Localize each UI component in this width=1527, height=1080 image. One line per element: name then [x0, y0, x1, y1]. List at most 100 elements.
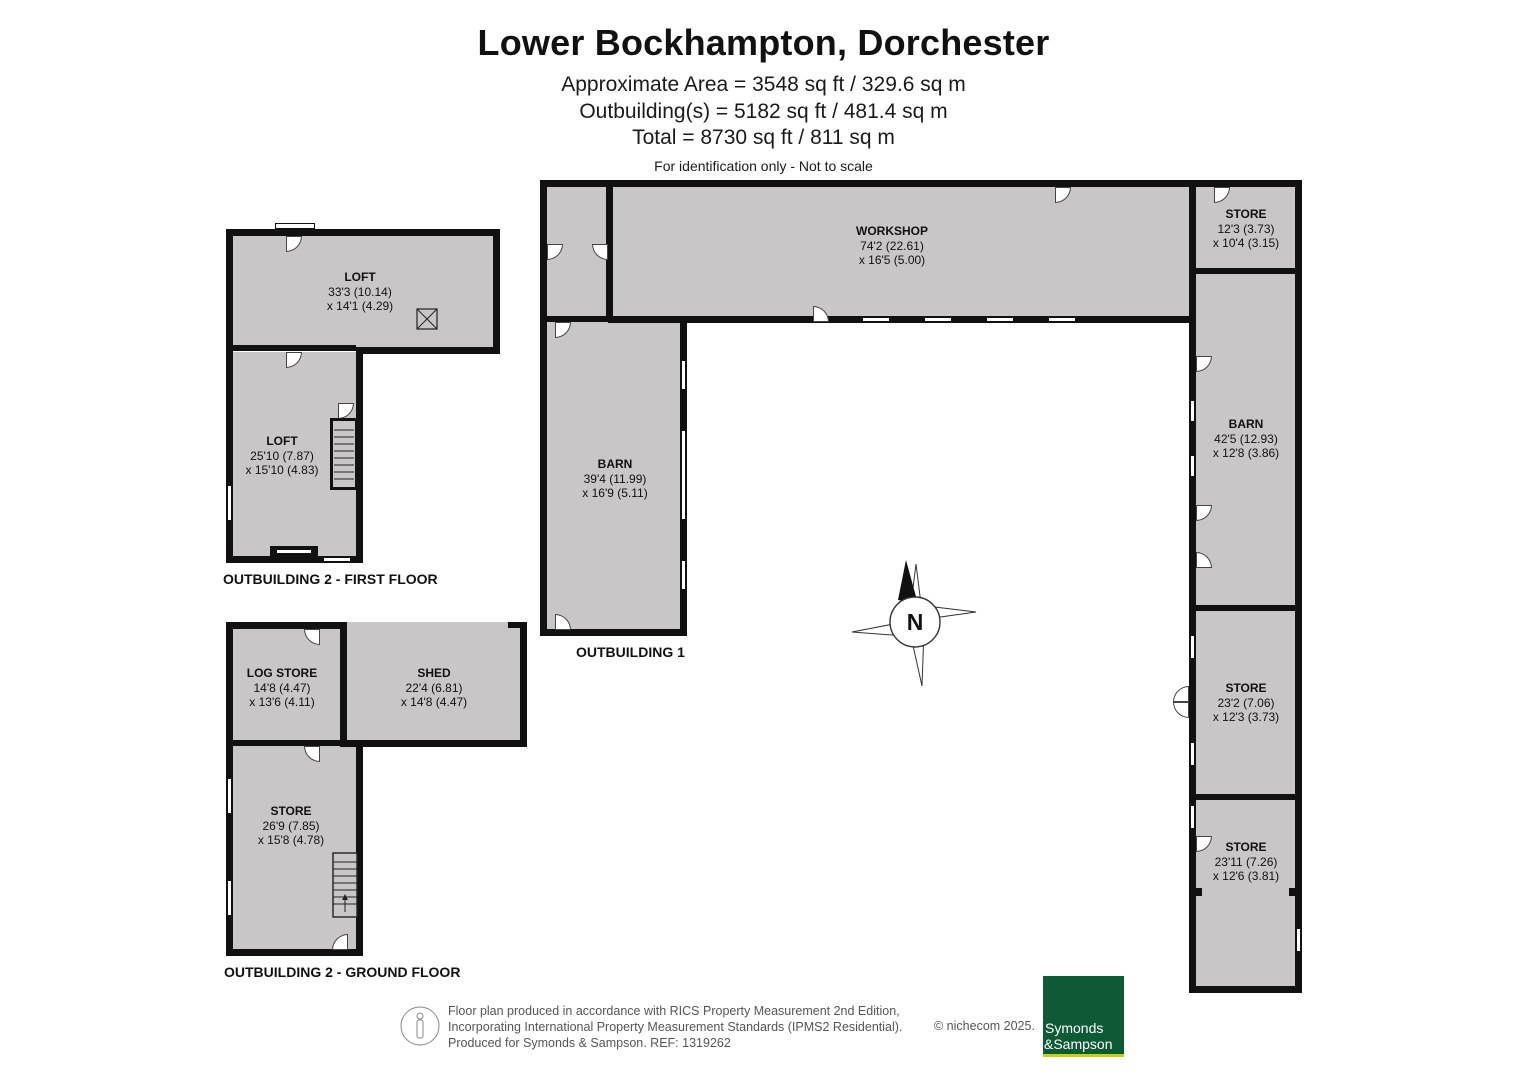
wall: [226, 556, 363, 563]
scale-note: For identification only - Not to scale: [654, 158, 873, 174]
agent-logo: Symonds &Sampson: [1043, 976, 1124, 1057]
room-dim: 12'3 (3.73): [1217, 221, 1275, 236]
room-name: STORE: [1225, 840, 1267, 854]
footer-line: Incorporating International Property Mea…: [448, 1020, 903, 1034]
approx-area-text: Approximate Area = 3548 sq ft / 329.6 sq…: [561, 73, 966, 96]
store-top-label: STORE 12'3 (3.73) x 10'4 (3.15): [1161, 207, 1331, 251]
footer-line: Produced for Symonds & Sampson. REF: 131…: [448, 1036, 731, 1050]
wall: [493, 229, 500, 354]
staircase-icon: [330, 418, 358, 490]
window: [1190, 455, 1195, 477]
outbuildings-area-text: Outbuilding(s) = 5182 sq ft / 481.4 sq m: [579, 100, 948, 123]
barn-left-label: BARN 39'4 (11.99) x 16'9 (5.11): [530, 457, 700, 501]
store-mid-label: STORE 23'2 (7.06) x 12'3 (3.73): [1161, 681, 1331, 725]
room-dim: 74'2 (22.61): [860, 238, 924, 253]
room-name: LOG STORE: [246, 666, 318, 680]
copyright-text: © nichecom 2025.: [934, 1019, 1035, 1033]
wall: [226, 622, 347, 629]
window: [227, 778, 232, 814]
plan-title: Lower Bockhampton, Dorchester: [477, 22, 1050, 63]
wall: [356, 740, 363, 956]
compass-north-letter: N: [906, 609, 924, 635]
wall: [546, 316, 613, 322]
window: [1190, 742, 1195, 766]
room-dim: x 15'10 (4.83): [245, 463, 319, 477]
shed-label: SHED 22'4 (6.81) x 14'8 (4.47): [349, 666, 519, 710]
room-name: SHED: [417, 666, 451, 680]
window: [1190, 805, 1195, 829]
logo-bar: [1043, 1054, 1124, 1057]
window: [227, 485, 232, 521]
wall: [340, 622, 347, 746]
wall: [1189, 186, 1196, 993]
wall: [1196, 268, 1296, 274]
wall: [1289, 888, 1295, 896]
room-dim: x 16'5 (5.00): [858, 253, 926, 267]
room-dim: 14'8 (4.47): [253, 680, 311, 695]
window: [986, 317, 1014, 322]
room-dim: x 14'8 (4.47): [400, 695, 468, 709]
barn-right-label: BARN 42'5 (12.93) x 12'8 (3.86): [1161, 417, 1331, 461]
store-top-room: [1196, 186, 1296, 270]
window: [862, 317, 890, 322]
room-dim: x 16'9 (5.11): [582, 486, 648, 500]
staircase-icon: [332, 852, 358, 918]
wall: [226, 229, 233, 563]
wall: [508, 622, 527, 628]
room-dim: 42'5 (12.93): [1214, 431, 1278, 446]
store-mid-room: [1196, 610, 1296, 795]
wall: [1196, 888, 1202, 896]
log-store-label: LOG STORE 14'8 (4.47) x 13'6 (4.11): [197, 666, 367, 710]
logo-text: &Sampson: [1044, 1036, 1113, 1052]
wall: [226, 229, 500, 236]
wall: [540, 629, 687, 636]
wall: [356, 347, 363, 563]
room-dim: 39'4 (11.99): [583, 471, 647, 486]
wall: [540, 180, 547, 636]
footer-line: Floor plan produced in accordance with R…: [448, 1004, 900, 1018]
footer-disclaimer: Floor plan produced in accordance with R…: [448, 1003, 902, 1051]
wall: [233, 740, 356, 746]
loft-top-label: LOFT 33'3 (10.14) x 14'1 (4.29): [275, 270, 445, 314]
window: [681, 360, 686, 390]
wall: [520, 622, 527, 747]
room-dim: x 14'1 (4.29): [326, 299, 394, 313]
store-bottom-room: [1196, 799, 1296, 986]
shed-room: [347, 622, 521, 741]
compass-rose-icon: [851, 560, 977, 687]
outbuilding-2-ground-floor-label: OUTBUILDING 2 - GROUND FLOOR: [224, 964, 461, 980]
room-name: STORE: [270, 804, 312, 818]
room-dim: x 12'8 (3.86): [1212, 446, 1280, 460]
window: [1048, 317, 1076, 322]
room-dim: x 12'3 (3.73): [1212, 710, 1280, 724]
window: [276, 549, 312, 554]
loft-top-room: [233, 236, 493, 348]
wall: [340, 740, 527, 747]
window: [323, 557, 351, 562]
room-dim: x 15'8 (4.78): [257, 833, 325, 847]
room-name: STORE: [1225, 681, 1267, 695]
workshop-label: WORKSHOP 74'2 (22.61) x 16'5 (5.00): [807, 224, 977, 268]
loft-lower-label: LOFT 25'10 (7.87) x 15'10 (4.83): [197, 434, 367, 478]
room-dim: x 10'4 (3.15): [1212, 236, 1280, 250]
room-dim: x 13'6 (4.11): [249, 695, 315, 709]
wall: [356, 347, 500, 354]
room-name: LOFT: [266, 434, 298, 448]
room-name: WORKSHOP: [856, 224, 928, 238]
person-icon: [400, 1006, 440, 1046]
wall: [1189, 986, 1302, 993]
barn-left-room: [546, 321, 681, 629]
wall: [540, 180, 1302, 187]
window: [1296, 928, 1301, 952]
wall: [226, 949, 363, 956]
wall: [1196, 605, 1296, 611]
rooflight-icon: [416, 308, 438, 330]
room-dim: 22'4 (6.81): [405, 680, 463, 695]
window: [1190, 635, 1195, 659]
total-area-text: Total = 8730 sq ft / 811 sq m: [632, 126, 895, 149]
workshop-room: [546, 186, 1190, 317]
room-name: STORE: [1225, 207, 1267, 221]
room-name: BARN: [1228, 417, 1264, 431]
wall: [606, 186, 613, 322]
window: [227, 880, 232, 916]
